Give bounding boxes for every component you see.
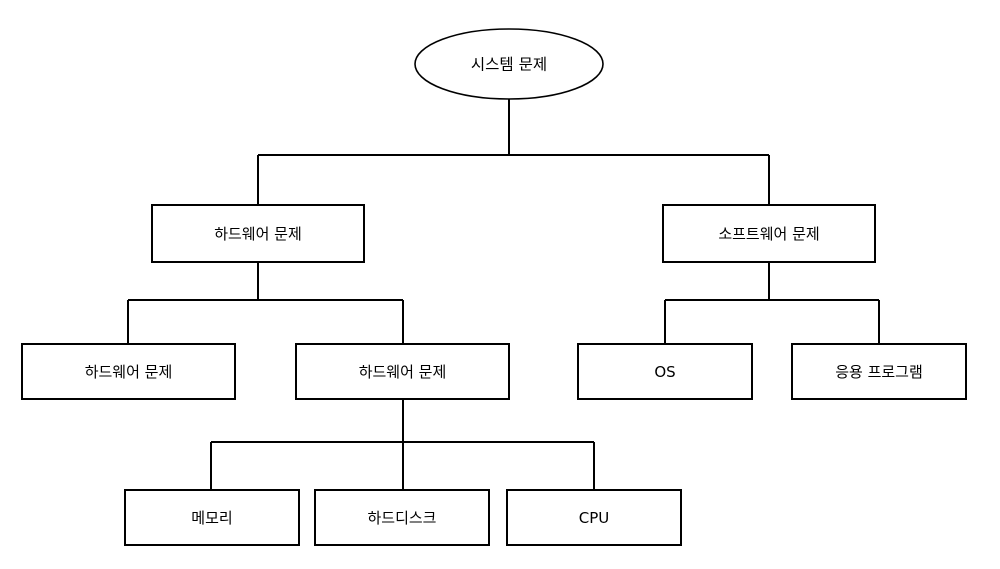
node-hardware-child-right[interactable]: 하드웨어 문제 [295,343,510,400]
harddisk-box-shape [314,489,490,546]
node-software[interactable]: 소프트웨어 문제 [662,204,876,263]
application-box-shape [791,343,967,400]
connector-hardware-child-to-components [210,399,595,490]
harddisk-label: 하드디스크 [367,509,436,527]
node-os[interactable]: OS [577,343,753,400]
hardware-child-left-label: 하드웨어 문제 [85,363,173,381]
os-label: OS [654,363,675,381]
connector-software-to-children [664,262,880,344]
connector-hardware-to-children [127,262,404,344]
connector-group [127,99,880,490]
memory-box-shape [124,489,300,546]
cpu-box-shape [506,489,682,546]
os-box-shape [577,343,753,400]
cpu-label: CPU [579,509,610,527]
hardware-label: 하드웨어 문제 [214,225,302,243]
hardware-child-left-box-shape [21,343,236,400]
root-ellipse-shape [414,28,604,100]
node-memory[interactable]: 메모리 [124,489,300,546]
node-application[interactable]: 응용 프로그램 [791,343,967,400]
software-label: 소프트웨어 문제 [718,225,819,243]
node-harddisk[interactable]: 하드디스크 [314,489,490,546]
software-box-shape [662,204,876,263]
hardware-child-right-box-shape [295,343,510,400]
memory-label: 메모리 [191,509,232,527]
node-cpu[interactable]: CPU [506,489,682,546]
root-label: 시스템 문제 [471,56,547,74]
connector-root-to-level2 [257,99,770,205]
hardware-child-right-label: 하드웨어 문제 [359,363,447,381]
node-hardware[interactable]: 하드웨어 문제 [151,204,365,263]
hardware-box-shape [151,204,365,263]
node-hardware-child-left[interactable]: 하드웨어 문제 [21,343,236,400]
node-root[interactable]: 시스템 문제 [414,28,604,100]
application-label: 응용 프로그램 [835,363,923,381]
